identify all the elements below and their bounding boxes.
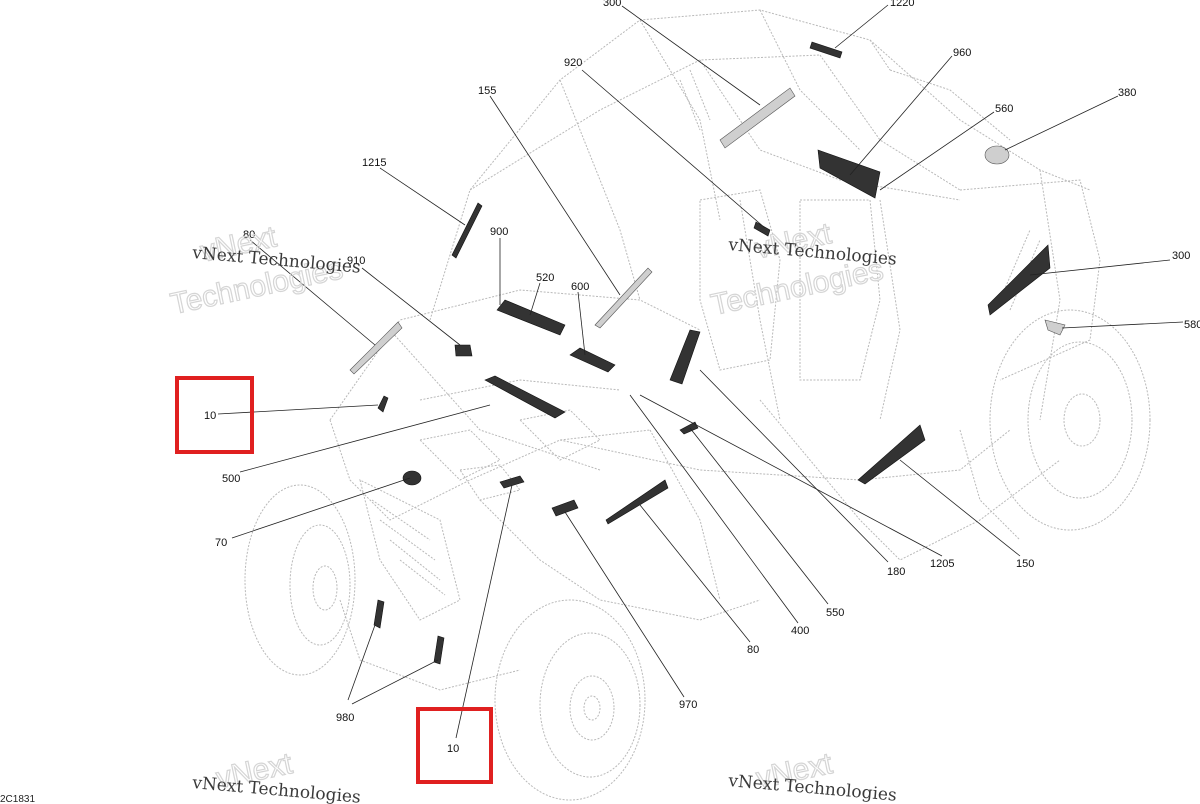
decal-500 bbox=[484, 375, 566, 419]
decal-10-bottom bbox=[499, 475, 525, 489]
callout-920: 920 bbox=[564, 57, 582, 69]
callout-980: 980 bbox=[336, 712, 354, 724]
decal-155 bbox=[594, 267, 653, 329]
decal-600 bbox=[569, 347, 616, 373]
decal-parts bbox=[349, 41, 1066, 665]
highlight-box-10-left bbox=[175, 376, 254, 454]
callout-70: 70 bbox=[215, 537, 227, 549]
decal-900-b bbox=[669, 329, 701, 385]
decal-80-bottom bbox=[605, 479, 669, 525]
callout-910: 910 bbox=[347, 255, 365, 267]
callout-900: 900 bbox=[490, 226, 508, 238]
callout-380: 380 bbox=[1118, 87, 1136, 99]
decal-80-top bbox=[349, 321, 403, 375]
decal-150 bbox=[857, 424, 926, 485]
callout-10-bottom: 10 bbox=[447, 743, 459, 755]
decal-70 bbox=[402, 470, 422, 486]
callout-1205: 1205 bbox=[930, 558, 954, 570]
leader-lines bbox=[217, 4, 1184, 739]
document-reference: 2C1831 bbox=[0, 794, 35, 804]
callout-300-right: 300 bbox=[1172, 250, 1190, 262]
decal-980-b bbox=[433, 635, 445, 665]
decal-300-right bbox=[987, 244, 1051, 316]
decal-920 bbox=[753, 221, 771, 237]
decal-1220 bbox=[809, 41, 843, 59]
highlight-box-10-bottom bbox=[416, 707, 493, 784]
callout-80-top: 80 bbox=[243, 229, 255, 241]
callout-155: 155 bbox=[478, 85, 496, 97]
decal-10-left bbox=[377, 395, 389, 413]
callout-960: 960 bbox=[953, 47, 971, 59]
decal-900-520 bbox=[496, 299, 566, 336]
callout-550: 550 bbox=[826, 607, 844, 619]
callout-520: 520 bbox=[536, 272, 554, 284]
decal-580 bbox=[1044, 319, 1066, 336]
decal-980-a bbox=[373, 599, 385, 629]
decal-550 bbox=[679, 421, 699, 435]
decal-1215 bbox=[451, 202, 483, 259]
callout-1215: 1215 bbox=[362, 157, 386, 169]
callout-180: 180 bbox=[887, 566, 905, 578]
callout-500: 500 bbox=[222, 473, 240, 485]
callout-560: 560 bbox=[995, 103, 1013, 115]
callout-970: 970 bbox=[679, 699, 697, 711]
decal-910 bbox=[454, 344, 473, 357]
callout-1220: 1220 bbox=[890, 0, 914, 9]
callout-400: 400 bbox=[791, 625, 809, 637]
callout-labels: 300 1220 920 960 155 560 380 1215 900 91… bbox=[204, 0, 1200, 755]
decal-970 bbox=[551, 499, 579, 517]
callout-580: 580 bbox=[1184, 319, 1200, 331]
decal-560 bbox=[817, 149, 881, 199]
decal-380 bbox=[984, 145, 1010, 165]
callout-300-top: 300 bbox=[603, 0, 621, 9]
callout-80-bottom: 80 bbox=[747, 644, 759, 656]
vehicle-line-art bbox=[244, 9, 1151, 801]
callout-150: 150 bbox=[1016, 558, 1034, 570]
callout-10-left: 10 bbox=[204, 410, 216, 422]
callout-600: 600 bbox=[571, 281, 589, 293]
decal-300-top bbox=[719, 87, 796, 149]
